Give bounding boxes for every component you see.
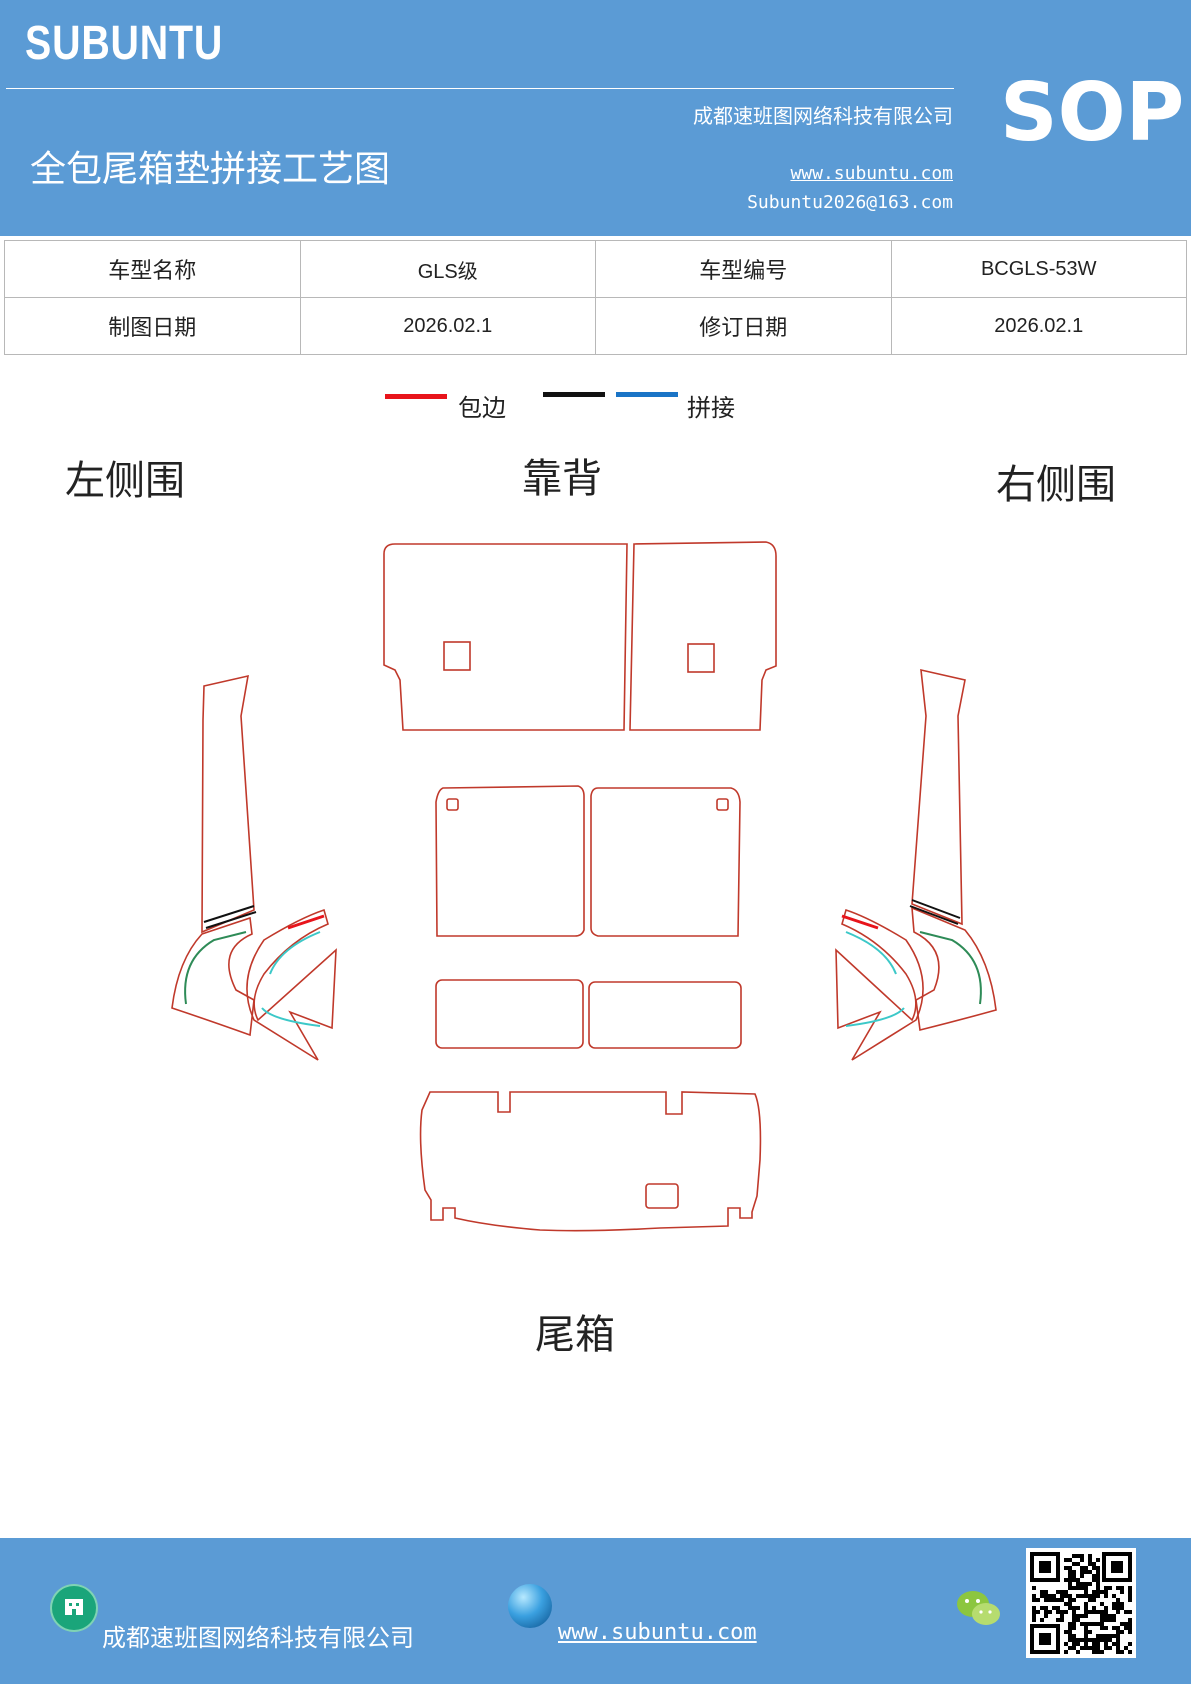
legend-swatch-black: [543, 392, 605, 397]
table-cell: 2026.02.1: [299, 297, 596, 355]
sop-badge: SOP: [1000, 66, 1185, 159]
label-backrest: 靠背: [522, 456, 602, 502]
table-cell: 车型编号: [595, 240, 892, 298]
right-arch-inner: [835, 908, 924, 1061]
website-link[interactable]: www.subuntu.com: [790, 163, 953, 184]
wechat-icon[interactable]: [956, 1588, 1002, 1630]
vehicle-info-table: 车型名称 GLS级 车型编号 BCGLS-53W 制图日期 2026.02.1 …: [4, 240, 1187, 355]
right-seam-red: [841, 914, 879, 930]
label-trunk: 尾箱: [535, 1312, 615, 1358]
seat-right-panel: [590, 787, 741, 937]
right-seam-green: [919, 931, 982, 1005]
table-row: 制图日期 2026.02.1 修订日期 2026.02.1: [4, 297, 1187, 355]
left-arch-outer: [171, 916, 255, 1037]
floor-left-panel: [435, 979, 584, 1049]
seat-left-hole: [446, 798, 459, 811]
building-icon: [52, 1586, 96, 1630]
trunk-hole: [645, 1183, 679, 1209]
legend-swatch-blue: [616, 392, 678, 397]
left-pillar: [201, 674, 255, 934]
table-cell: 制图日期: [4, 297, 301, 355]
backrest-left-panel: [383, 543, 628, 731]
document-title: 全包尾箱垫拼接工艺图: [30, 149, 391, 190]
globe-icon: [508, 1584, 552, 1628]
backrest-left-hole: [443, 641, 471, 671]
right-arch-outer: [911, 906, 997, 1031]
brand-logo: SUBUNTU: [25, 17, 224, 70]
footer-banner: 成都速班图网络科技有限公司 www.subuntu.com: [0, 1538, 1191, 1684]
email-address[interactable]: Subuntu2026@163.com: [747, 192, 953, 213]
label-left-side: 左侧围: [65, 458, 185, 504]
legend-label-seam: 拼接: [687, 394, 735, 422]
footer-website-link[interactable]: www.subuntu.com: [558, 1620, 757, 1645]
backrest-right-panel: [629, 541, 777, 731]
legend: 包边 拼接: [0, 380, 1191, 422]
company-name: 成都速班图网络科技有限公司: [693, 104, 953, 128]
seat-right-hole: [716, 798, 729, 811]
left-seam-black: [203, 905, 257, 929]
header-banner: SUBUNTU 全包尾箱垫拼接工艺图 成都速班图网络科技有限公司 www.sub…: [0, 0, 1191, 236]
header-divider: [6, 88, 954, 89]
left-seam-green: [184, 931, 247, 1005]
table-cell: 车型名称: [4, 240, 301, 298]
table-row: 车型名称 GLS级 车型编号 BCGLS-53W: [4, 240, 1187, 298]
legend-swatch-red: [385, 394, 447, 399]
left-seam-cyan: [261, 931, 321, 1027]
left-arch-inner: [246, 908, 337, 1061]
right-pillar: [911, 668, 966, 926]
right-seam-black: [909, 899, 961, 925]
right-seam-cyan: [845, 931, 905, 1027]
footer-company-name: 成都速班图网络科技有限公司: [102, 1624, 414, 1652]
label-right-side: 右侧围: [996, 462, 1116, 508]
qr-code-icon: [1026, 1548, 1136, 1658]
left-seam-red: [287, 914, 325, 930]
backrest-right-hole: [687, 643, 715, 673]
seat-left-panel: [435, 785, 585, 937]
table-cell: 2026.02.1: [890, 297, 1187, 355]
floor-right-panel: [588, 981, 742, 1049]
table-cell: 修订日期: [595, 297, 892, 355]
table-cell: GLS级: [299, 240, 596, 298]
mat-pattern-diagram: [171, 541, 997, 1232]
legend-label-binding: 包边: [458, 394, 506, 422]
trunk-panel: [419, 1091, 762, 1232]
table-cell: BCGLS-53W: [890, 240, 1187, 298]
